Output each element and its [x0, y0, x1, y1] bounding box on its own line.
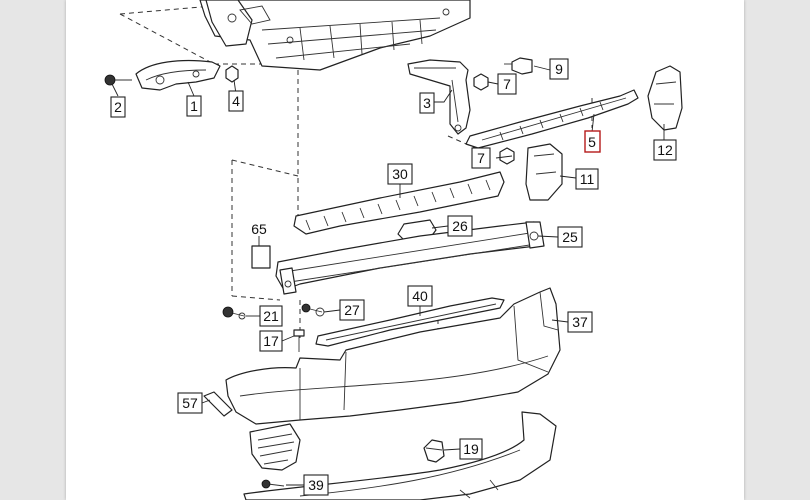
- callout-7-upper-text: 7: [503, 76, 511, 92]
- beam-part-25: [275, 221, 545, 295]
- callout-1: 1: [186, 95, 202, 117]
- callout-21-text: 21: [263, 308, 279, 324]
- callout-26: 26: [447, 215, 473, 237]
- callout-19-text: 19: [463, 441, 479, 457]
- callout-3: 3: [419, 92, 435, 114]
- callout-17: 17: [259, 330, 283, 352]
- callout-2-text: 2: [114, 99, 122, 115]
- trim-strip-part-40: [315, 297, 505, 347]
- callout-30: 30: [387, 163, 413, 185]
- callout-25-text: 25: [562, 229, 578, 245]
- callout-25: 25: [557, 226, 583, 248]
- callout-12: 12: [653, 139, 677, 161]
- callout-21: 21: [259, 305, 283, 327]
- callout-17-text: 17: [263, 333, 279, 349]
- front-carrier-part: [199, 0, 471, 71]
- callout-7-upper: 7: [497, 73, 517, 95]
- bolt-part-17: [293, 329, 305, 352]
- callout-40-text: 40: [412, 288, 428, 304]
- callout-1-text: 1: [190, 98, 198, 114]
- lower-grille-part: [249, 423, 301, 471]
- callout-19: 19: [459, 438, 483, 460]
- plate-part-65: [251, 245, 271, 269]
- callout-39-text: 39: [308, 477, 324, 493]
- nut-part-4: [225, 65, 239, 83]
- bolt-part-21: [222, 306, 246, 320]
- guide-part-11: [525, 143, 563, 201]
- callout-4-text: 4: [232, 93, 240, 109]
- rail-part-5: [465, 89, 639, 149]
- clip-part-19: [423, 439, 445, 463]
- callout-40: 40: [407, 285, 433, 307]
- callout-27-text: 27: [344, 302, 360, 318]
- screw-part-39: [261, 479, 285, 489]
- absorber-part-30: [293, 171, 505, 235]
- callout-39: 39: [303, 474, 329, 496]
- callout-7-lower: 7: [471, 147, 491, 169]
- callout-26-text: 26: [452, 218, 468, 234]
- nut-part-7-lower: [499, 147, 515, 165]
- callout-9-text: 9: [555, 61, 563, 77]
- bumper-cover-part-37: [225, 287, 561, 425]
- side-mount-part-3: [407, 59, 471, 135]
- callout-7-lower-text: 7: [477, 150, 485, 166]
- callout-57: 57: [177, 392, 203, 414]
- callout-65: 65: [251, 221, 267, 237]
- clip-part-9: [504, 57, 533, 75]
- callout-5-text: 5: [588, 134, 596, 150]
- left-bracket-part: [135, 59, 221, 91]
- callout-3-text: 3: [423, 95, 431, 111]
- callout-5: 5: [584, 130, 601, 153]
- callout-30-text: 30: [392, 166, 408, 182]
- callout-9: 9: [549, 58, 569, 80]
- bolt-part-27: [301, 303, 325, 317]
- nut-part-7-upper: [473, 73, 489, 91]
- callout-27: 27: [339, 299, 365, 321]
- callout-12-text: 12: [657, 142, 673, 158]
- callout-11: 11: [575, 168, 599, 190]
- callout-37: 37: [567, 311, 593, 333]
- callout-57-text: 57: [182, 395, 198, 411]
- guide-part-12: [647, 65, 683, 131]
- callout-11-text: 11: [580, 171, 595, 187]
- side-strip-part-57: [203, 391, 233, 417]
- callout-37-text: 37: [572, 314, 588, 330]
- callout-4: 4: [228, 90, 244, 112]
- callout-65-text: 65: [251, 221, 267, 237]
- callout-2: 2: [110, 96, 126, 118]
- screw-part-2: [104, 74, 132, 86]
- leader-lines: [111, 65, 665, 486]
